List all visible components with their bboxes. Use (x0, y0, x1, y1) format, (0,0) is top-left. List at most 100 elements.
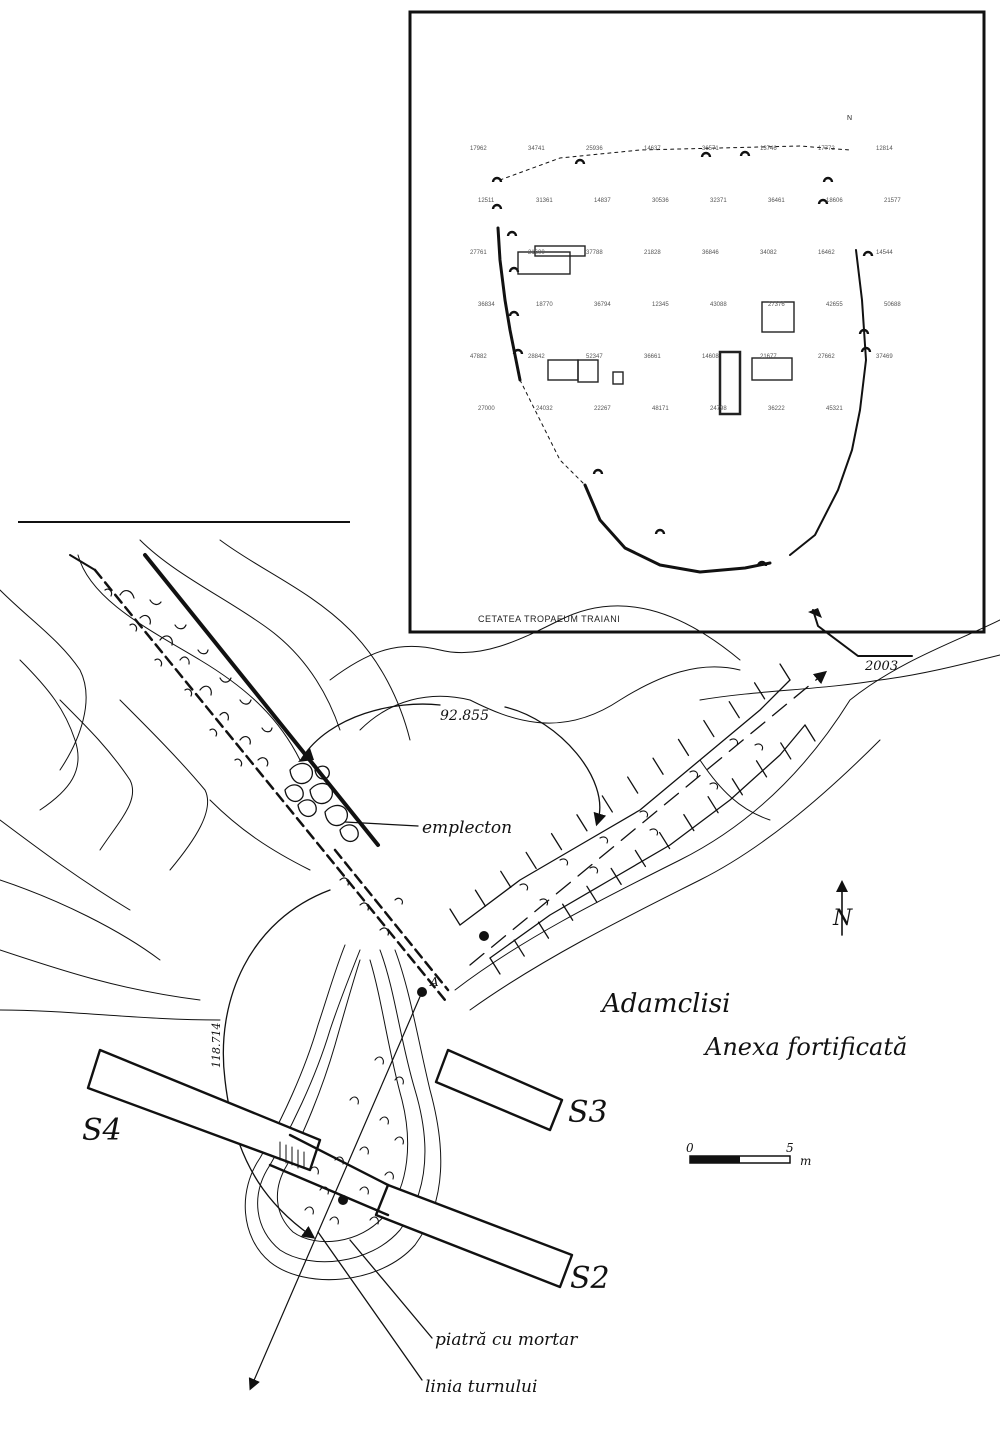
wall-stones (104, 588, 404, 936)
section-s2-label: S2 (570, 1261, 610, 1296)
inset-grid-number: 27376 (768, 302, 785, 308)
scale-unit: m (800, 1154, 811, 1168)
emplecton-label: emplecton (422, 818, 512, 838)
fortress-wall-west (496, 226, 522, 382)
inset-grid-number: 27000 (478, 406, 495, 412)
inset-grid-number: 14608 (702, 354, 719, 360)
inset-grid-number: 14637 (644, 146, 661, 152)
trench-hachure (804, 724, 816, 742)
inset-grid-number: 37469 (876, 354, 893, 360)
inset-grid-number: 36222 (768, 406, 785, 412)
inset-grid-number: 21828 (644, 250, 661, 256)
inset-grid-number: 27761 (470, 250, 487, 256)
inset-grid-number: 34082 (760, 250, 777, 256)
trench-hachure (634, 849, 647, 868)
inset-frame (408, 10, 986, 634)
site-title: Adamclisi (600, 989, 730, 1019)
trench-hachure (652, 757, 664, 775)
inset-grid-number: 50688 (884, 302, 901, 308)
inset-grid-number: 36834 (478, 302, 495, 308)
angle-arcs (222, 703, 607, 1239)
trench-hachure (610, 867, 622, 886)
inset-grid-number: 14837 (594, 198, 611, 204)
inset-grid-number: 31361 (536, 198, 553, 204)
trench-hachure (627, 776, 639, 794)
inset-grid-number: 21677 (760, 354, 777, 360)
inset-pointer-head (808, 608, 822, 618)
trench-hachure (677, 738, 690, 757)
inset-tower (512, 348, 524, 355)
inset-tower (592, 468, 604, 475)
inset-tower (508, 310, 520, 317)
linia-label: linia turnului (425, 1377, 537, 1397)
inset-grid-number: 28842 (528, 354, 545, 360)
inset-buildings (517, 245, 795, 416)
inset-grid-number: 36661 (644, 354, 661, 360)
inset-grid-number: 17772 (818, 146, 835, 152)
inset-tower (858, 328, 870, 335)
trench-hachure (707, 796, 719, 814)
inset-grid-number: 30536 (652, 198, 669, 204)
scale-five: 5 (786, 1141, 794, 1155)
inset-year-label: 2003 (864, 659, 898, 674)
inset-grid-number: 47882 (470, 354, 487, 360)
trench-hachure (537, 921, 550, 939)
inset-grid-number: 18606 (826, 198, 843, 204)
inset-grid-number: 12814 (876, 146, 893, 152)
scale-zero: 0 (686, 1141, 694, 1155)
north-arrow-label: N (832, 906, 853, 931)
inset-tower (491, 176, 503, 183)
inset-tower (862, 250, 874, 257)
inset-north-mark: N (847, 115, 852, 122)
scale-bar: 0 5 m (686, 1141, 811, 1168)
fortress-wall-faint (519, 379, 586, 486)
site-subtitle: Anexa fortificată (703, 1033, 907, 1061)
trench-hachure (683, 813, 695, 832)
inset-grid-number: 21600 (528, 250, 545, 256)
trench-hachure (586, 885, 598, 903)
trench-hachure (525, 851, 537, 870)
section-s4-rect (86, 1048, 322, 1172)
inset-grid-number: 24798 (710, 406, 727, 412)
inset-grid-number: 45321 (826, 406, 843, 412)
inset-tower (739, 150, 751, 157)
inset-grid-number: 48171 (652, 406, 669, 412)
emplecton-leader (344, 821, 419, 827)
inset-tower (700, 151, 712, 158)
inset-grid-number: 21577 (884, 198, 901, 204)
inset-grid-number: 25936 (586, 146, 603, 152)
trench-hachure (562, 903, 574, 921)
trench-hachure (780, 742, 792, 760)
trench-point (479, 931, 489, 941)
inset-grid-number: 14544 (876, 250, 893, 256)
inset-tower (756, 560, 768, 567)
inset-grid-number: 27662 (818, 354, 835, 360)
inset-grid-number: 36571 (702, 146, 719, 152)
section-s3-rect (434, 1048, 564, 1132)
inset-tower (654, 528, 666, 535)
trench-hachure (601, 795, 613, 813)
trench-hachure (576, 814, 588, 832)
trench-hachure (474, 889, 487, 907)
inset-tower (574, 158, 586, 165)
inset-tower (822, 176, 834, 183)
point-a-label: A (429, 975, 439, 989)
section-s3-label: S3 (568, 1095, 608, 1130)
piatra-label: piatră cu mortar (435, 1330, 578, 1350)
emplecton-stones (284, 762, 359, 842)
section-s4-label: S4 (82, 1113, 122, 1148)
trench-hachure (658, 831, 671, 850)
inset-caption: CETATEA TROPAEUM TRAIANI (478, 614, 620, 624)
inset-grid-number: 36794 (594, 302, 611, 308)
nw-wall (69, 553, 450, 1002)
inset-grid-number: 17962 (470, 146, 487, 152)
inset-grid-number: 12511 (478, 198, 495, 204)
inset-grid-number: 43088 (710, 302, 727, 308)
trench-hachure (755, 760, 768, 778)
trench-hachure (779, 663, 791, 681)
inset-tower (817, 198, 829, 205)
inset-grid-number: 22267 (594, 406, 611, 412)
piatra-leader (349, 1239, 433, 1339)
